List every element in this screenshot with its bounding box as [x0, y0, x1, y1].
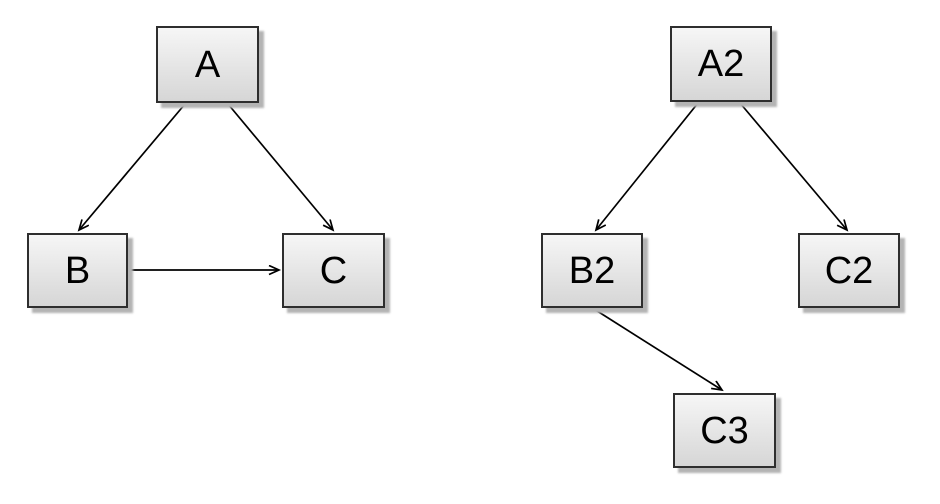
edge-B2-C3 — [593, 308, 722, 390]
node-b-label: B — [64, 249, 91, 292]
node-c-label: C — [319, 249, 348, 292]
node-a2-label: A2 — [697, 43, 745, 85]
edge-A2-C2 — [739, 102, 847, 230]
node-a2[interactable]: A2 — [670, 26, 772, 102]
node-c2-label: C2 — [824, 249, 874, 292]
edge-A2-B2 — [596, 102, 699, 230]
node-b2[interactable]: B2 — [541, 233, 643, 308]
node-c2[interactable]: C2 — [798, 233, 900, 308]
node-c3-label: C3 — [700, 409, 749, 452]
edge-A-B — [79, 103, 186, 230]
node-c3[interactable]: C3 — [673, 393, 776, 468]
node-c[interactable]: C — [282, 233, 385, 308]
edge-A-C — [227, 103, 333, 230]
node-a-label: A — [194, 43, 221, 86]
node-a[interactable]: A — [156, 26, 259, 103]
node-b[interactable]: B — [27, 233, 128, 308]
node-b2-label: B2 — [568, 249, 616, 292]
